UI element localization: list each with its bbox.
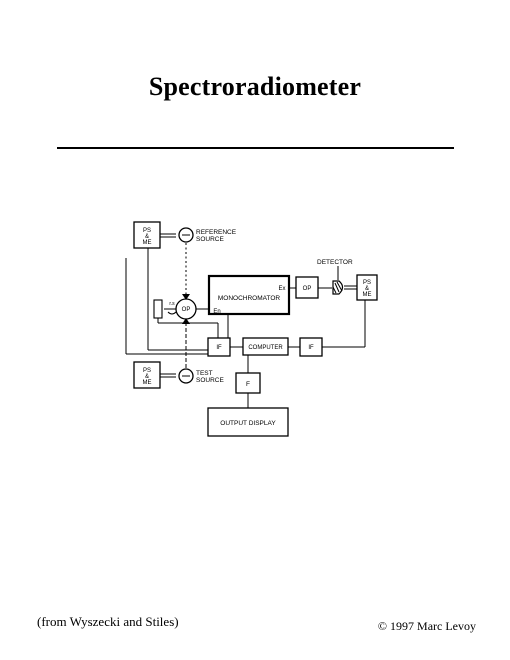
detector-label: DETECTOR [317, 259, 353, 266]
power-supply-top: PS & ME [133, 221, 161, 249]
optical-port-right: OP [295, 276, 319, 299]
svg-text:r.s: r.s [169, 301, 175, 307]
op-right-label: OP [303, 286, 312, 292]
reference-source: REFERENCE SOURCE [178, 227, 237, 243]
ps-me-top-line3: ME [143, 240, 152, 246]
detector [332, 280, 344, 295]
if-left-label: IF [216, 345, 222, 351]
reference-source-line2: SOURCE [196, 236, 224, 243]
if-right-label: IF [308, 345, 314, 351]
monochromator: MONOCHROMATOR Ex En [207, 274, 291, 316]
diagram-wires [125, 233, 366, 408]
computer-label: COMPUTER [248, 345, 283, 351]
ps-me-right-line3: ME [363, 292, 372, 298]
test-source-line1: TEST [196, 370, 213, 377]
ps-me-bottom-line3: ME [143, 380, 152, 386]
title-divider [57, 147, 454, 149]
interface-left: IF [207, 337, 231, 357]
monochromator-label: MONOCHROMATOR [218, 295, 281, 302]
f-label: F [246, 381, 250, 388]
power-supply-right: PS & ME [356, 274, 378, 301]
test-source-line2: SOURCE [196, 377, 224, 384]
ps-me-right-line1: PS [363, 280, 371, 286]
ps-me-top-line2: & [145, 234, 149, 240]
citation: (from Wyszecki and Stiles) [37, 614, 179, 629]
entrance-slit-label: En [213, 309, 220, 315]
ps-me-bottom-line2: & [145, 374, 149, 380]
filter-block: F [235, 372, 261, 394]
page-title: Spectroradiometer [148, 72, 362, 101]
ps-me-bottom-line1: PS [143, 368, 151, 374]
test-source: TEST SOURCE [178, 368, 224, 384]
ps-me-right-line2: & [365, 286, 369, 292]
interface-right: IF [299, 337, 323, 357]
computer: COMPUTER [242, 337, 289, 356]
power-supply-bottom: PS & ME [133, 361, 161, 389]
exit-slit-label: Ex [278, 286, 285, 292]
copyright: © 1997 Marc Levoy [377, 619, 476, 633]
ps-me-top-line1: PS [143, 228, 151, 234]
output-display: OUTPUT DISPLAY [207, 407, 289, 437]
reference-source-line1: REFERENCE [196, 229, 237, 236]
op-main-label: OP [182, 307, 191, 313]
optical-port-main: OP r.s [153, 298, 197, 320]
output-display-label: OUTPUT DISPLAY [220, 420, 276, 427]
